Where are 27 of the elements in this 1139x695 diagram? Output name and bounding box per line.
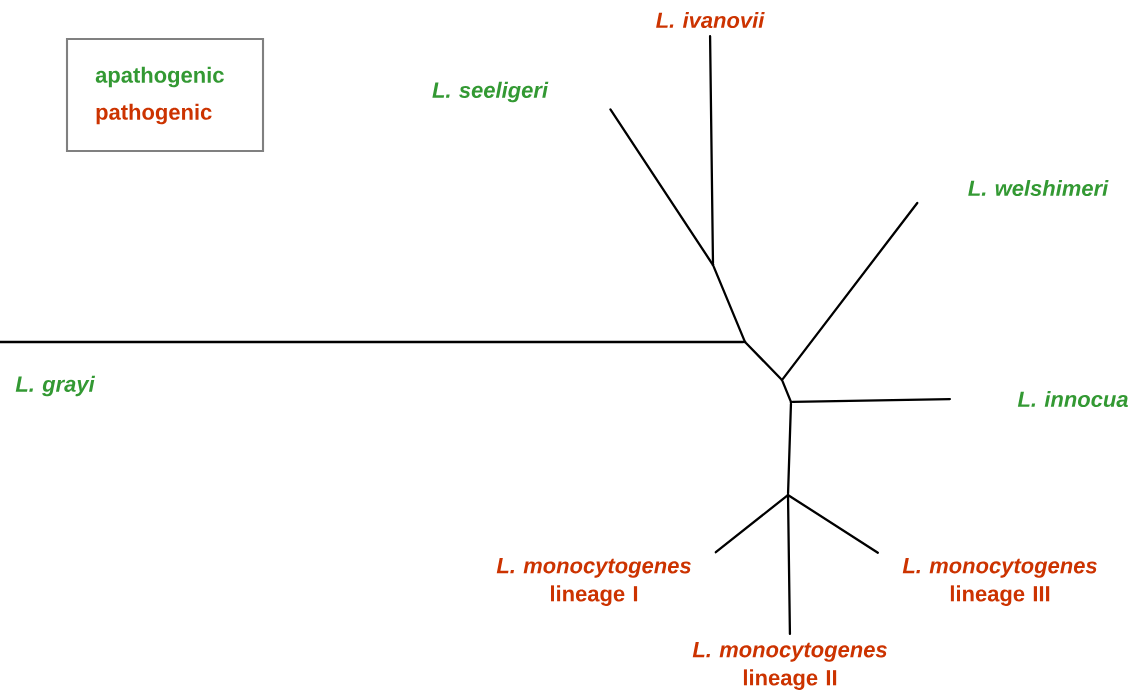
- species-label: L. innocua: [1017, 390, 1128, 408]
- branch-point: [743, 340, 747, 344]
- branch-point: [711, 263, 715, 267]
- branch-line: [745, 342, 782, 380]
- branch-point: [780, 378, 784, 382]
- branch-line: [712, 265, 746, 342]
- branch-line: [609, 108, 714, 265]
- species-label: L. grayi: [15, 375, 96, 397]
- branch-point: [786, 493, 790, 497]
- legend-text: pathogenic: [96, 103, 212, 125]
- branch-line: [708, 35, 715, 265]
- branch-line: [786, 495, 792, 636]
- species-label: L. monocytogenes lineage I: [496, 558, 691, 606]
- branch-line: [786, 402, 793, 495]
- branch-line: [0, 340, 745, 344]
- branch-line: [714, 494, 788, 554]
- branch-point: [789, 400, 793, 404]
- species-label: L. ivanovii: [656, 11, 765, 29]
- species-label: L. seeligeri: [432, 81, 549, 103]
- species-label: L. welshimeri: [968, 179, 1109, 197]
- branch-line: [781, 380, 792, 402]
- legend-text: apathogenic: [95, 66, 224, 88]
- species-label: L. monocytogenes lineage II: [692, 642, 887, 690]
- branch-line: [781, 201, 919, 380]
- branch-line: [791, 397, 952, 404]
- branch-line: [788, 494, 879, 554]
- species-label: L. monocytogenes lineage III: [902, 558, 1097, 606]
